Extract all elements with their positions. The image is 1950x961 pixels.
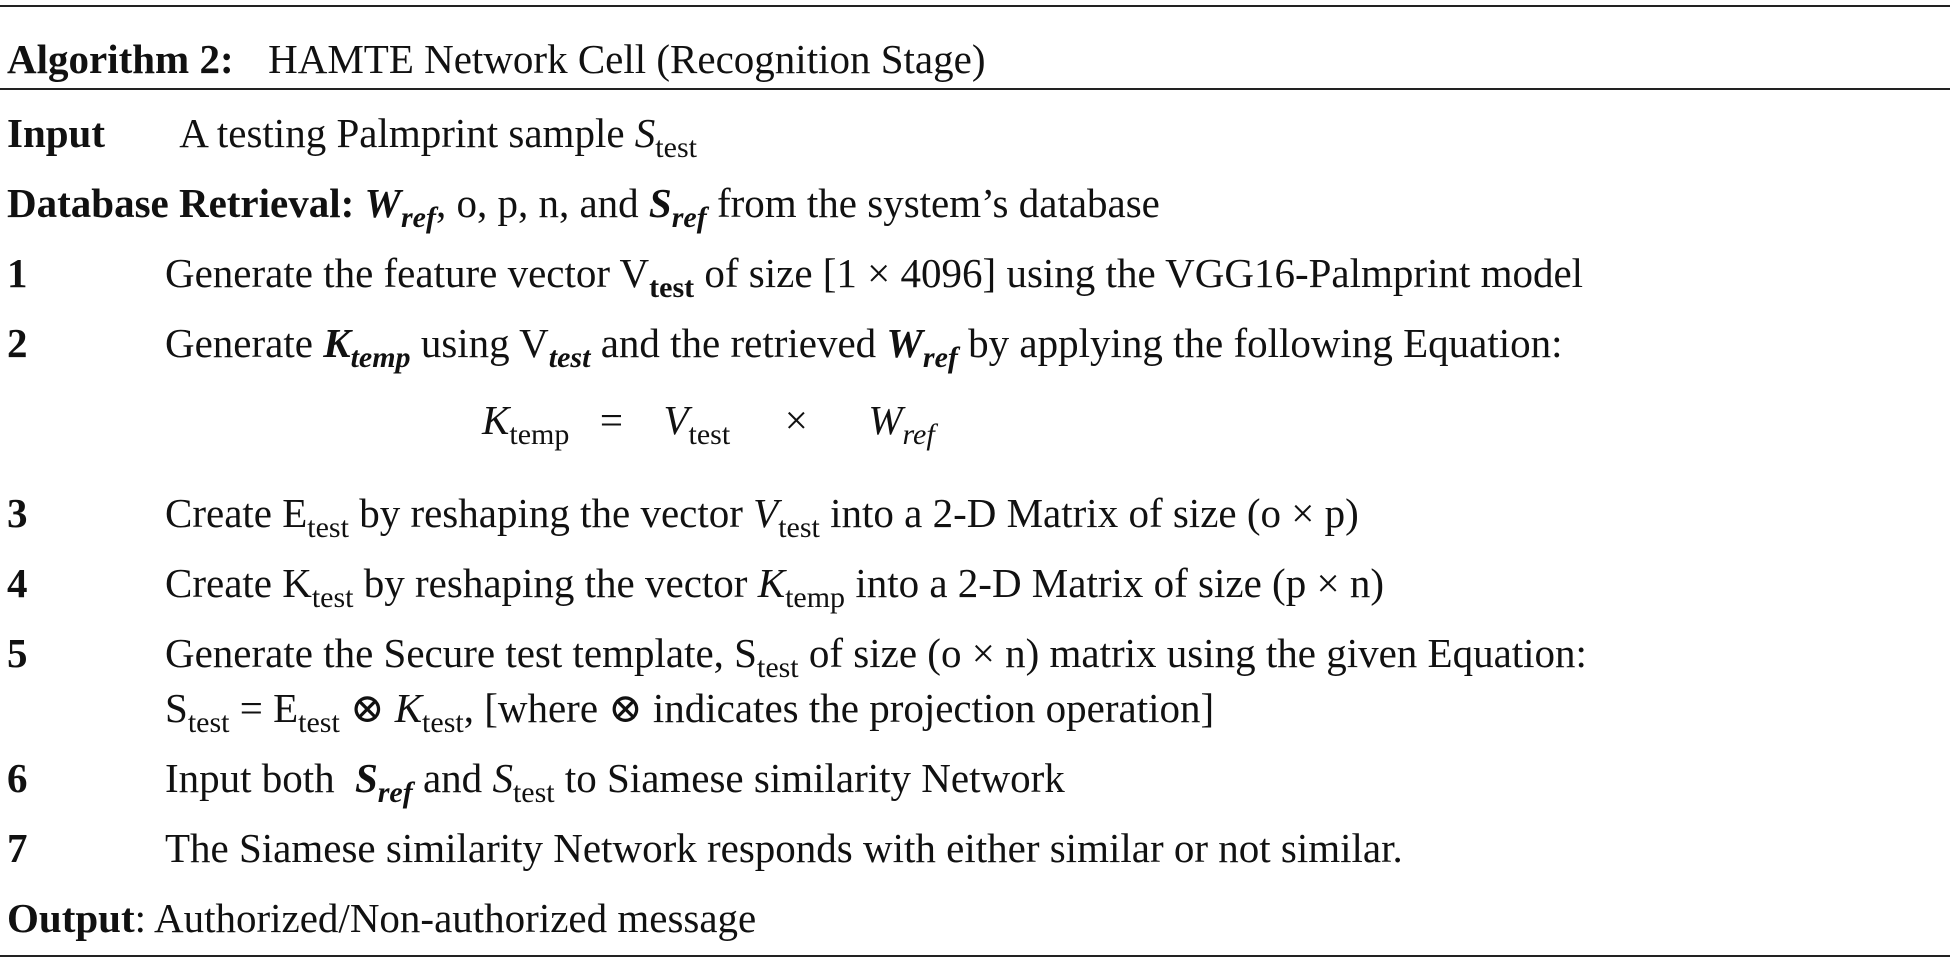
output-line: Output: Authorized/Non-authorized messag… — [7, 898, 756, 939]
step-2-text: Generate Ktemp using Vtest and the retri… — [165, 320, 1563, 373]
step-6-a: Input both — [165, 755, 345, 801]
step-6-text: Input both Sref and Stest to Siamese sim… — [165, 755, 1065, 808]
eq-k-sub: temp — [509, 418, 570, 451]
step-6-s-ref: S — [354, 755, 378, 801]
step-4-k-sub: temp — [785, 581, 846, 614]
step-3-number: 3 — [7, 490, 28, 536]
database-label: Database Retrieval: — [7, 180, 365, 226]
step-3-text: Create Etest by reshaping the vector Vte… — [165, 490, 1359, 543]
step-5-s: S — [165, 685, 188, 731]
step-1-sub: test — [649, 271, 695, 304]
step-3-a: Create E — [165, 490, 308, 536]
database-w: W — [364, 180, 401, 226]
step-5-e-sub: test — [298, 706, 340, 739]
step-6-c: to Siamese similarity Network — [554, 755, 1065, 801]
database-s-sub: ref — [671, 201, 707, 234]
step-2-b: using V — [410, 320, 549, 366]
database-tail: from the system’s database — [706, 180, 1160, 226]
step-5-e: = E — [229, 685, 299, 731]
input-symbol: S — [634, 110, 656, 156]
eq-w: W — [868, 397, 903, 443]
database-w-sub: ref — [400, 201, 436, 234]
step-1-b: of size [1 × 4096] using the VGG16-Palmp… — [694, 250, 1584, 296]
step-5-a: Generate the Secure test template, S — [165, 630, 757, 676]
step-2-d: by applying the following Equation: — [957, 320, 1563, 366]
output-label: Output — [7, 895, 135, 941]
header-rule — [0, 88, 1950, 90]
step-1-text: Generate the feature vector Vtest of siz… — [165, 250, 1584, 303]
step-6-s-test: S — [492, 755, 513, 801]
input-line: Input A testing Palmprint sample Stest — [7, 110, 697, 163]
step-2-a: Generate — [165, 320, 324, 366]
step-5-where: , [where ⊗ indicates the projection oper… — [463, 685, 1215, 731]
step-2-w-sub: ref — [922, 341, 958, 374]
step-5-otimes: ⊗ — [339, 685, 395, 731]
input-symbol-sub: test — [655, 131, 697, 164]
equation-ktemp: Ktemp = Vtest × Wref — [482, 397, 935, 450]
step-3-v-sub: test — [778, 511, 820, 544]
eq-k: K — [482, 397, 510, 443]
bottom-rule — [0, 955, 1950, 957]
step-2-v-sub: test — [548, 341, 591, 374]
eq-times: × — [784, 397, 808, 443]
eq-v-sub: test — [688, 418, 731, 451]
step-4-b: by reshaping the vector — [353, 560, 758, 606]
step-4-a-sub: test — [311, 581, 354, 614]
step-4-text: Create Ktest by reshaping the vector Kte… — [165, 560, 1384, 613]
eq-w-sub: ref — [902, 418, 935, 451]
step-1-a: Generate the feature vector V — [165, 250, 650, 296]
input-label: Input — [7, 110, 106, 156]
step-2-w: W — [886, 320, 923, 366]
step-5-text-line1: Generate the Secure test template, Stest… — [165, 630, 1587, 683]
step-4-a: Create K — [165, 560, 312, 606]
step-1-number: 1 — [7, 250, 28, 296]
step-3-a-sub: test — [307, 511, 349, 544]
step-4-number: 4 — [7, 560, 28, 606]
step-7-text: The Siamese similarity Network responds … — [165, 828, 1403, 869]
step-6-s-test-sub: test — [512, 776, 555, 809]
step-5-text-line2: Stest = Etest ⊗ Ktest, [where ⊗ indicate… — [165, 685, 1215, 738]
step-5-b: of size (o × n) matrix using the given E… — [798, 630, 1587, 676]
database-s: S — [648, 180, 672, 226]
algorithm-header: Algorithm 2: HAMTE Network Cell (Recogni… — [7, 39, 985, 80]
step-2-number: 2 — [7, 320, 28, 366]
step-4-k: K — [757, 560, 786, 606]
step-4-c: into a 2-D Matrix of size (p × n) — [845, 560, 1384, 606]
step-5-s-sub: test — [187, 706, 230, 739]
step-3-b: by reshaping the vector — [348, 490, 754, 536]
step-6-number: 6 — [7, 755, 28, 801]
step-6-s-ref-sub: ref — [377, 776, 413, 809]
database-line: Database Retrieval: Wref, o, p, n, and S… — [7, 180, 1160, 233]
step-2-c: and the retrieved — [590, 320, 887, 366]
eq-v: V — [663, 397, 689, 443]
step-6-b: and — [412, 755, 493, 801]
algorithm-label: Algorithm 2: — [7, 36, 234, 82]
step-3-c: into a 2-D Matrix of size (o × p) — [819, 490, 1359, 536]
algorithm-title: HAMTE Network Cell (Recognition Stage) — [268, 36, 986, 82]
top-rule — [0, 5, 1950, 7]
step-3-v: V — [753, 490, 779, 536]
eq-equals: = — [599, 397, 623, 443]
input-text: A testing Palmprint sample — [179, 110, 635, 156]
step-2-k: K — [323, 320, 351, 366]
database-middle: , o, p, n, and — [435, 180, 649, 226]
step-5-k: K — [394, 685, 423, 731]
step-7-number: 7 — [7, 825, 28, 871]
step-5-number: 5 — [7, 630, 28, 676]
step-7-a: The Siamese similarity Network responds … — [165, 825, 1403, 871]
step-5-a-sub: test — [756, 651, 799, 684]
step-5-k-sub: test — [422, 706, 464, 739]
step-2-k-sub: temp — [350, 341, 411, 374]
output-text: : Authorized/Non-authorized message — [134, 895, 757, 941]
